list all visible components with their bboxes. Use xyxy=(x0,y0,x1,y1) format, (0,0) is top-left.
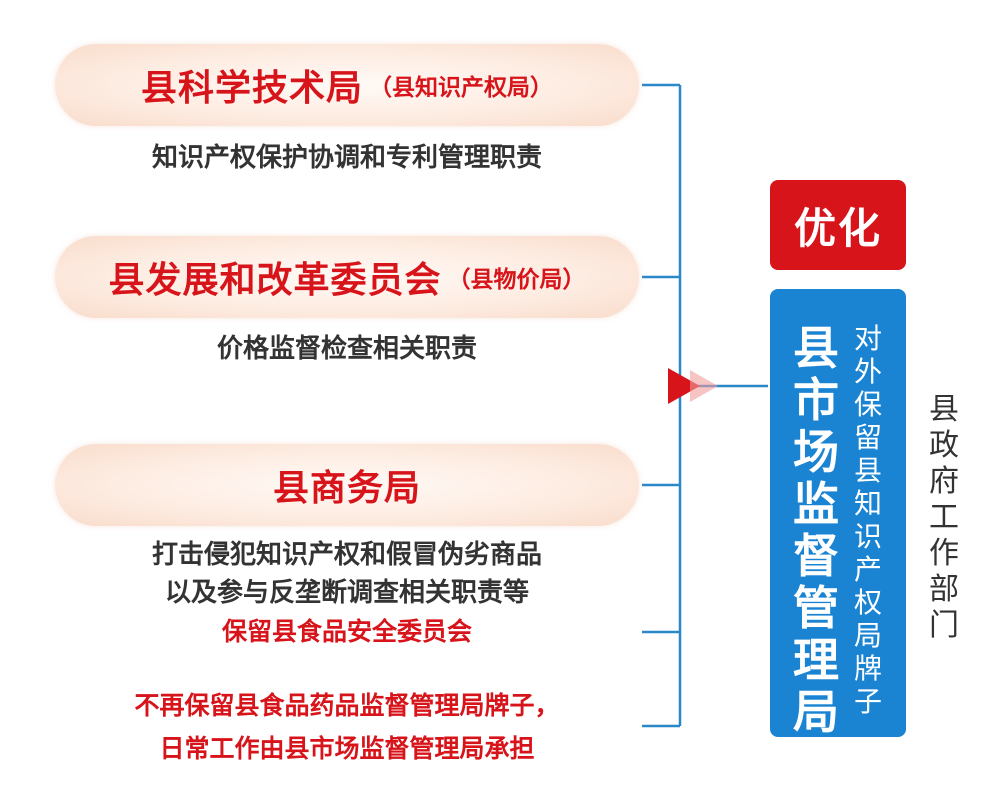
department-desc-science: 知识产权保护协调和专利管理职责 xyxy=(151,143,542,173)
department-subtitle: （县知识产权局） xyxy=(369,75,553,101)
vertical-char: 子 xyxy=(853,685,882,718)
external-sign-vertical: 对外保留县知识产权局牌子 xyxy=(848,322,888,718)
vertical-char: 场 xyxy=(793,425,839,479)
arrow-shadow-icon xyxy=(690,370,718,402)
vertical-char: 知 xyxy=(853,487,882,520)
department-desc-commerce-line1: 打击侵犯知识产权和假冒伪劣商品 xyxy=(151,540,542,570)
bureau-name-vertical: 县市场监督管理局 xyxy=(788,322,844,738)
vertical-char: 管 xyxy=(793,581,839,635)
vertical-char: 工 xyxy=(929,500,959,535)
department-title: 县发展和改革委员会 xyxy=(108,260,442,301)
vertical-char: 局 xyxy=(793,685,839,739)
vertical-char: 府 xyxy=(929,464,959,499)
vertical-char: 对 xyxy=(853,322,882,355)
department-pill-development: 县发展和改革委员会 （县物价局） xyxy=(55,236,639,318)
vertical-char: 保 xyxy=(853,388,882,421)
gov-department-note-vertical: 县政府工作部门 xyxy=(924,392,964,644)
vertical-char: 县 xyxy=(929,392,959,427)
food-bureau-note-line2: 日常工作由县市场监督管理局承担 xyxy=(159,734,535,763)
vertical-char: 识 xyxy=(853,520,882,553)
vertical-char: 督 xyxy=(793,529,839,583)
market-bureau-box xyxy=(770,289,906,737)
vertical-char: 产 xyxy=(853,553,882,586)
food-bureau-note-line1: 不再保留县食品药品监督管理局牌子， xyxy=(134,691,560,720)
vertical-char: 牌 xyxy=(853,652,882,685)
department-desc-development: 价格监督检查相关职责 xyxy=(216,334,477,364)
vertical-char: 政 xyxy=(929,428,959,463)
vertical-char: 县 xyxy=(793,321,839,375)
vertical-char: 监 xyxy=(793,477,839,531)
department-title: 县科学技术局 xyxy=(140,68,363,109)
food-committee-note: 保留县食品安全委员会 xyxy=(221,617,472,646)
vertical-char: 门 xyxy=(929,608,959,643)
department-pill-science: 县科学技术局 （县知识产权局） xyxy=(55,44,639,126)
vertical-char: 外 xyxy=(853,355,882,388)
vertical-char: 权 xyxy=(853,586,882,619)
vertical-char: 留 xyxy=(853,421,882,454)
department-subtitle: （县物价局） xyxy=(447,267,586,293)
vertical-char: 市 xyxy=(793,373,839,427)
department-desc-commerce-line2: 以及参与反垄断调查相关职责等 xyxy=(164,578,529,608)
vertical-char: 县 xyxy=(853,454,882,487)
department-pill-commerce: 县商务局 xyxy=(55,444,639,526)
vertical-char: 理 xyxy=(793,633,839,687)
vertical-char: 部 xyxy=(929,572,959,607)
red-arrow-icon xyxy=(668,368,700,404)
vertical-char: 局 xyxy=(853,619,882,652)
vertical-char: 作 xyxy=(929,536,959,571)
optimize-badge: 优化 xyxy=(770,180,906,270)
department-title: 县商务局 xyxy=(272,468,421,509)
